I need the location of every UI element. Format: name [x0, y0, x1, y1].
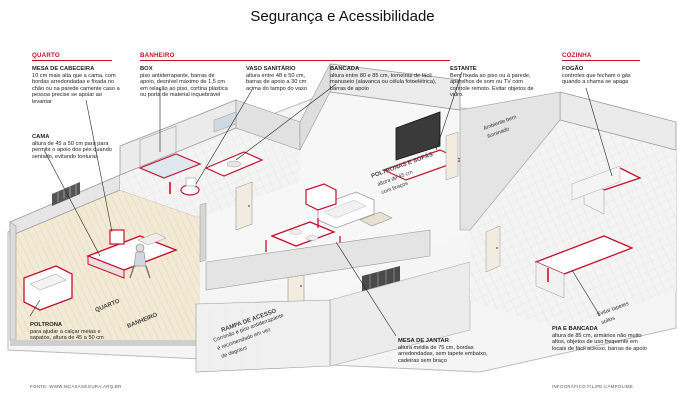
sofa-seat	[323, 199, 367, 219]
callout-box: BOX piso antiderrapante, barras de apoio…	[140, 66, 228, 99]
section-quarto: QUARTO	[32, 52, 60, 59]
bedside-table	[109, 229, 125, 245]
sala-door	[235, 181, 253, 231]
bathroom-sink	[226, 160, 242, 168]
callout-mesa-jantar-heading: MESA DE JANTAR	[398, 338, 449, 344]
callout-poltrona-body: para ajudar a calçar meias e sapatos, al…	[30, 328, 104, 342]
callout-mesa-cabeceira-heading: MESA DE CABECEIRA	[32, 66, 95, 72]
banheiro-floor	[120, 128, 300, 218]
section-banheiro-rule	[140, 60, 450, 61]
access-ramp	[195, 299, 331, 373]
armchair-seat	[29, 273, 67, 291]
footer-credit: INFOGRÁFICO FILIPE CAMPOLIME	[552, 384, 634, 389]
callout-pia-heading: PIA E BANCADA	[552, 326, 598, 332]
plate-2	[305, 235, 319, 241]
footer-source: FONTE: WWW.MCASASEGURA.ARQ.BR	[30, 384, 122, 389]
estante-door	[445, 131, 459, 181]
callout-cama-heading: CAMA	[32, 134, 50, 140]
plate-1	[289, 229, 303, 235]
bed-side	[87, 255, 125, 279]
quarto-window-lines	[57, 184, 77, 202]
bed-pillow	[137, 232, 167, 246]
kitchen-upper-cabinet	[571, 165, 621, 201]
tv	[395, 111, 441, 161]
quarto-left-wall	[9, 221, 17, 341]
callout-poltrona: POLTRONA para ajudar a calçar meias e sa…	[30, 322, 110, 342]
person-body	[133, 251, 147, 267]
dining-chairs	[265, 218, 341, 262]
section-cozinha-rule	[562, 60, 640, 61]
front-wall	[205, 229, 431, 291]
section-quarto-rule	[32, 60, 112, 61]
callout-box-body: piso antiderrapante, barras de apoio, de…	[140, 72, 228, 99]
cozinha-left-wall	[459, 91, 561, 231]
callout-estante-body: Bem fixada ao piso ou à parede, aparelho…	[450, 72, 534, 99]
callout-pia-body: altura de 85 cm, armários não muito alto…	[552, 332, 647, 352]
toilet	[180, 184, 200, 196]
callout-mesa-cabeceira: MESA DE CABECEIRA 10 cm mais alta que a …	[32, 66, 120, 106]
callout-box-heading: BOX	[140, 66, 153, 72]
callout-fogao: FOGÃO controles que fecham o gás quando …	[562, 66, 642, 86]
callout-poltrona-heading: POLTRONA	[30, 322, 63, 328]
callout-bancada-heading: BANCADA	[330, 66, 360, 72]
section-banheiro: BANHEIRO	[140, 52, 175, 59]
callout-cama: CAMA altura de 45 a 50 cm para para perm…	[32, 134, 116, 160]
callout-vaso-body: altura entre 48 e 50 cm, barras de apoio…	[246, 72, 307, 92]
callout-bancada: BANCADA altura entre 80 e 85 cm, torneir…	[330, 66, 440, 92]
living-armchair	[305, 183, 337, 211]
callout-vaso: VASO SANITÁRIO altura entre 48 e 50 cm, …	[246, 66, 322, 92]
callout-pia: PIA E BANCADA altura de 85 cm, armários …	[552, 326, 652, 352]
callout-bancada-body: altura entre 80 e 85 cm, torneiras de fá…	[330, 72, 437, 92]
page-title: Segurança e Acessibilidade	[250, 8, 435, 25]
callout-fogao-heading: FOGÃO	[562, 66, 584, 72]
kitchen-cabinets	[535, 261, 565, 299]
callout-estante: ESTANTE Bem fixada ao piso ou à parede, …	[450, 66, 544, 99]
toilet-tank	[185, 177, 197, 187]
callout-mesa-cabeceira-body: 10 cm mais alta que a cama, com bordas a…	[32, 72, 120, 105]
quarto-window	[52, 182, 80, 206]
callout-mesa-jantar-body: altura média de 75 cm, bordas arredondad…	[398, 344, 488, 364]
tapete-label-2: soltos	[601, 315, 617, 326]
callout-cama-body: altura de 45 a 50 cm para para permitir …	[32, 140, 112, 160]
quarto-front-wall	[10, 340, 200, 346]
coffee-table	[359, 211, 393, 227]
section-cozinha: COZINHA	[562, 52, 592, 59]
mirror	[213, 111, 237, 133]
shower-box	[138, 153, 202, 179]
callout-mesa-jantar: MESA DE JANTAR altura média de 75 cm, bo…	[398, 338, 498, 364]
callout-fogao-body: controles que fecham o gás quando a cham…	[562, 72, 631, 86]
inner-wall	[199, 202, 207, 263]
person-legs	[129, 265, 151, 279]
leader-lines	[29, 71, 613, 337]
person-head	[135, 243, 145, 253]
callout-estante-heading: ESTANTE	[450, 66, 477, 72]
shower-glass	[139, 125, 177, 168]
kitchen-door	[485, 225, 501, 273]
sala-left-wall	[299, 63, 331, 151]
callout-vaso-heading: VASO SANITÁRIO	[246, 66, 296, 72]
